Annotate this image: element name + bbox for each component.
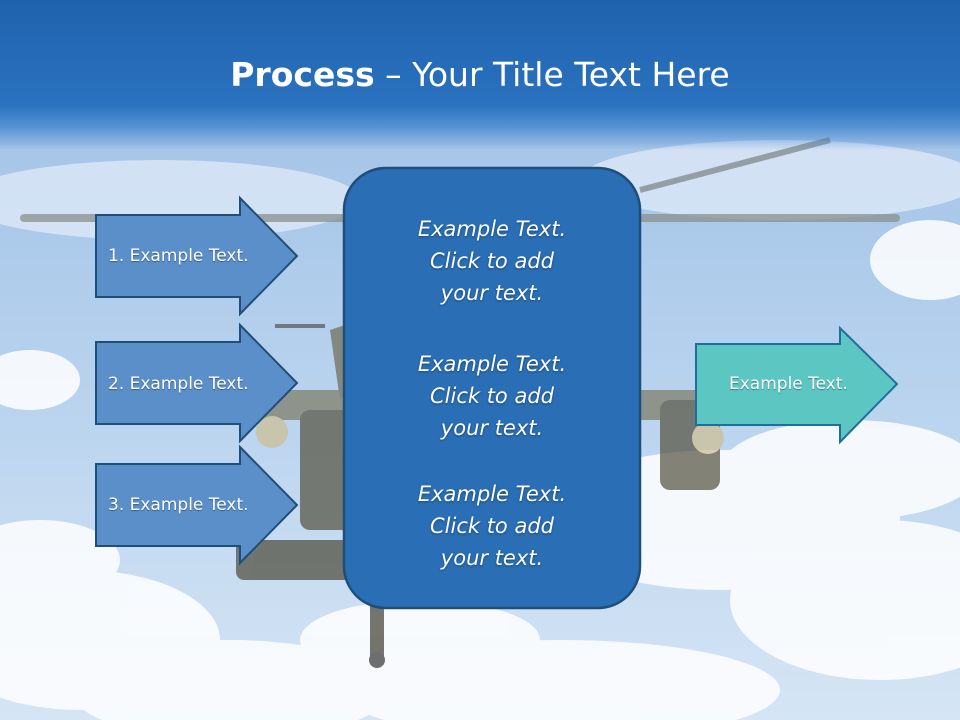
title-rest-part: – Your Title Text Here <box>374 55 730 94</box>
center-process-box[interactable] <box>342 166 642 610</box>
step-arrow-2[interactable] <box>95 322 299 444</box>
title-bold-part: Process <box>230 55 375 94</box>
step-arrow-1[interactable] <box>95 195 299 317</box>
step-label-1: 1. Example Text. <box>108 246 249 266</box>
slide-title[interactable]: Process – Your Title Text Here <box>0 52 960 98</box>
title-band <box>0 0 960 150</box>
center-text-block-3[interactable]: Example Text. Click to add your text. <box>417 482 567 570</box>
output-arrow[interactable] <box>695 325 899 445</box>
output-label: Example Text. <box>729 374 848 394</box>
step-label-3: 3. Example Text. <box>108 495 249 515</box>
step-arrow-3[interactable] <box>95 444 299 566</box>
step-label-2: 2. Example Text. <box>108 374 249 394</box>
center-text-block-1[interactable]: Example Text. Click to add your text. <box>417 217 567 305</box>
center-text-block-2[interactable]: Example Text. Click to add your text. <box>417 352 567 440</box>
